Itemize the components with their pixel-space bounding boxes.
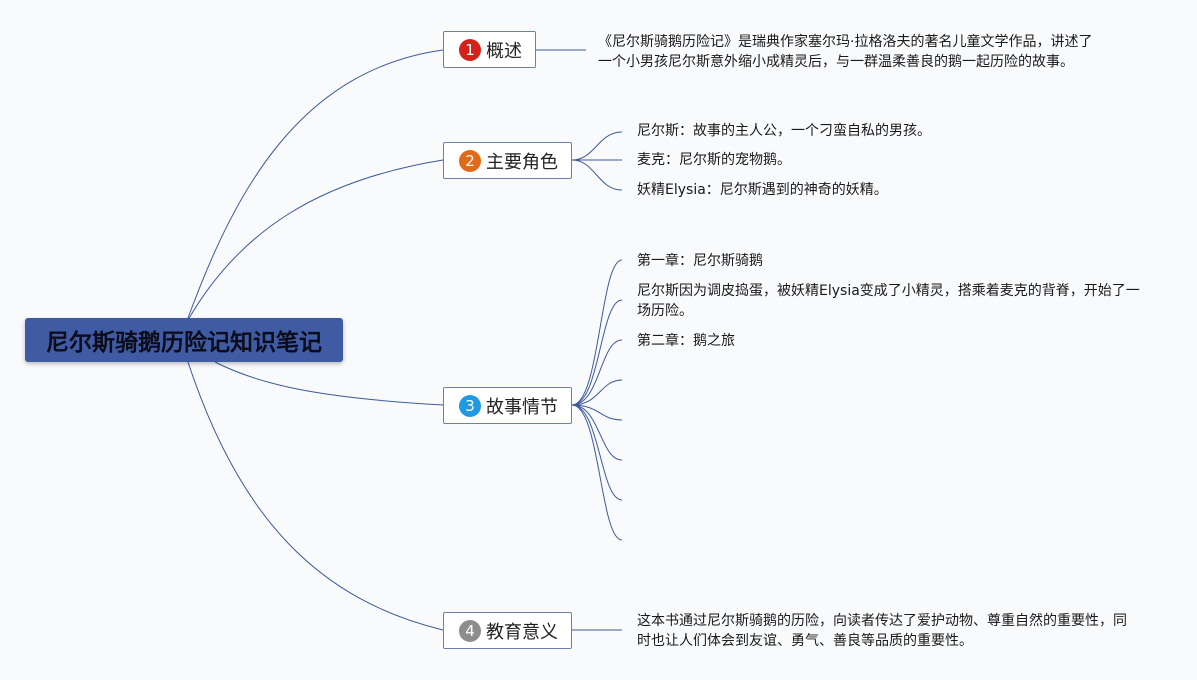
topic-overview-label: 概述 (486, 40, 522, 62)
meaning-detail[interactable]: 这本书通过尼尔斯骑鹅的历险，向读者传达了爱护动物、尊重自然的重要性，同时也让人们… (637, 613, 1127, 649)
link-plot-8 (571, 404, 623, 541)
number-2-badge: 2 (459, 149, 481, 172)
topic-plot-label: 故事情节 (486, 396, 558, 418)
overview-detail[interactable]: 《尼尔斯骑鹅历险记》是瑞典作家塞尔玛·拉格洛夫的著名儿童文学作品，讲述了一个小男… (598, 34, 1093, 70)
number-4-badge: 4 (459, 619, 481, 642)
link-characters-1 (571, 131, 623, 161)
link-plot-7 (571, 404, 623, 501)
plot-item[interactable]: 第一章：尼尔斯骑鹅 (637, 253, 763, 269)
root-topic[interactable]: 尼尔斯骑鹅历险记知识笔记 (25, 318, 343, 362)
link-root-meaning (187, 361, 444, 631)
link-root-plot (214, 361, 444, 406)
link-plot-4 (571, 379, 623, 406)
link-plot-5 (571, 404, 623, 421)
link-root-overview (187, 49, 444, 319)
topic-meaning-label: 教育意义 (486, 621, 558, 643)
root-topic-label: 尼尔斯骑鹅历险记知识笔记 (46, 330, 322, 356)
plot-item[interactable]: 第二章：鹅之旅 (637, 333, 735, 349)
topic-characters-label: 主要角色 (486, 151, 558, 173)
link-plot-6 (571, 404, 623, 461)
link-characters-3 (571, 159, 623, 191)
topic-meaning[interactable]: 4 教育意义 (443, 612, 572, 649)
number-1-badge: 1 (459, 38, 481, 61)
character-item[interactable]: 尼尔斯：故事的主人公，一个刁蛮自私的男孩。 (637, 123, 931, 139)
plot-item[interactable]: 尼尔斯因为调皮捣蛋，被妖精Elysia变成了小精灵，搭乘着麦克的背脊，开始了一场… (637, 283, 1140, 319)
topic-plot[interactable]: 3 故事情节 (443, 387, 572, 424)
number-3-badge: 3 (459, 394, 481, 417)
character-item[interactable]: 麦克：尼尔斯的宠物鹅。 (637, 152, 791, 168)
topic-overview[interactable]: 1 概述 (443, 31, 536, 68)
link-plot-2 (571, 299, 623, 406)
link-plot-3 (571, 339, 623, 406)
link-plot-1 (571, 259, 623, 406)
topic-characters[interactable]: 2 主要角色 (443, 142, 572, 179)
character-item[interactable]: 妖精Elysia：尼尔斯遇到的神奇的妖精。 (637, 182, 888, 198)
link-root-characters (187, 159, 444, 321)
